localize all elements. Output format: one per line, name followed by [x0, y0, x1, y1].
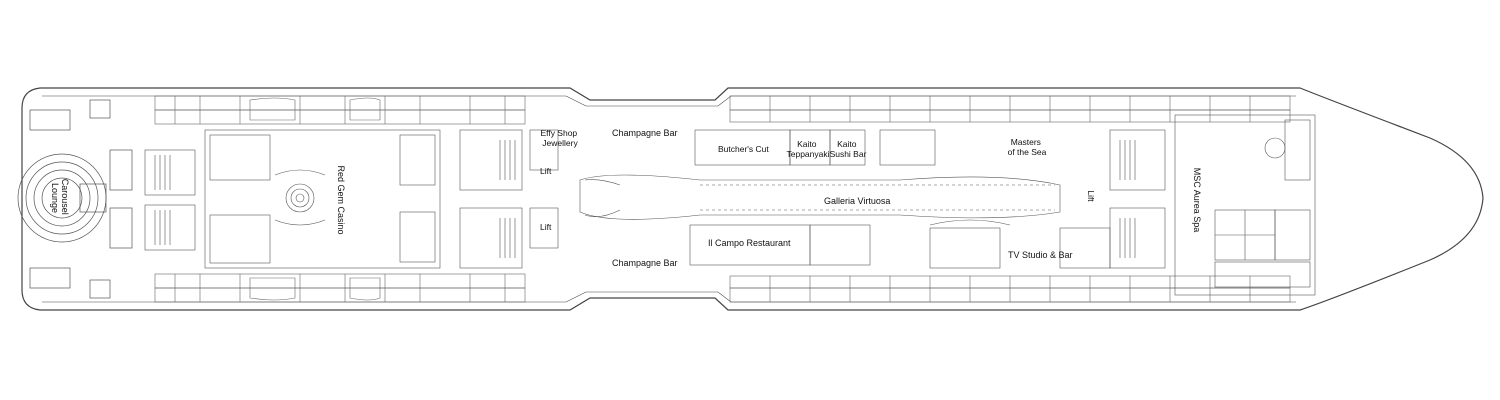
- carousel-lounge-area: [17, 99, 133, 299]
- label-msc-aurea-spa[interactable]: MSC Aurea Spa: [1192, 168, 1202, 233]
- label-kaito-teppanyaki[interactable]: Kaito Teppanyaki: [786, 139, 829, 159]
- label-tv-studio-bar[interactable]: TV Studio & Bar: [1008, 250, 1073, 260]
- spa-area: [1174, 114, 1316, 296]
- stairwell-fwd: [144, 149, 196, 251]
- label-carousel-lounge[interactable]: Carousel Lounge: [50, 179, 70, 218]
- label-lift-aft[interactable]: Lift: [1086, 190, 1096, 202]
- cabin-row-bottom-aft: [729, 275, 1291, 303]
- labels: Carousel Lounge Red Gem Casino Effy Shop…: [50, 128, 1202, 268]
- label-il-campo-restaurant[interactable]: Il Campo Restaurant: [708, 238, 791, 248]
- hull-outline: [21, 87, 1484, 311]
- label-lift-upper[interactable]: Lift: [540, 166, 552, 176]
- label-butchers-cut[interactable]: Butcher's Cut: [718, 144, 769, 154]
- label-red-gem-casino[interactable]: Red Gem Casino: [336, 165, 346, 234]
- label-champagne-bar-upper[interactable]: Champagne Bar: [612, 128, 678, 138]
- galleria-area: [579, 174, 1061, 226]
- label-galleria-virtuosa[interactable]: Galleria Virtuosa: [824, 196, 890, 206]
- cabin-row-bottom-forward: [154, 273, 526, 303]
- label-effy-shop[interactable]: Effy Shop Jewellery: [540, 128, 579, 148]
- label-champagne-bar-lower[interactable]: Champagne Bar: [612, 258, 678, 268]
- cabin-row-top-aft: [729, 95, 1291, 123]
- stairwell-mid: [459, 129, 559, 269]
- label-masters-of-the-sea[interactable]: Masters of the Sea: [1008, 137, 1047, 157]
- cabin-row-top-forward: [154, 95, 526, 125]
- restaurant-blocks: [689, 129, 1111, 269]
- casino-area: [204, 129, 441, 269]
- stairwell-aft: [1109, 129, 1166, 269]
- label-kaito-sushi[interactable]: Kaito Sushi Bar: [830, 139, 867, 159]
- label-lift-lower[interactable]: Lift: [540, 222, 552, 232]
